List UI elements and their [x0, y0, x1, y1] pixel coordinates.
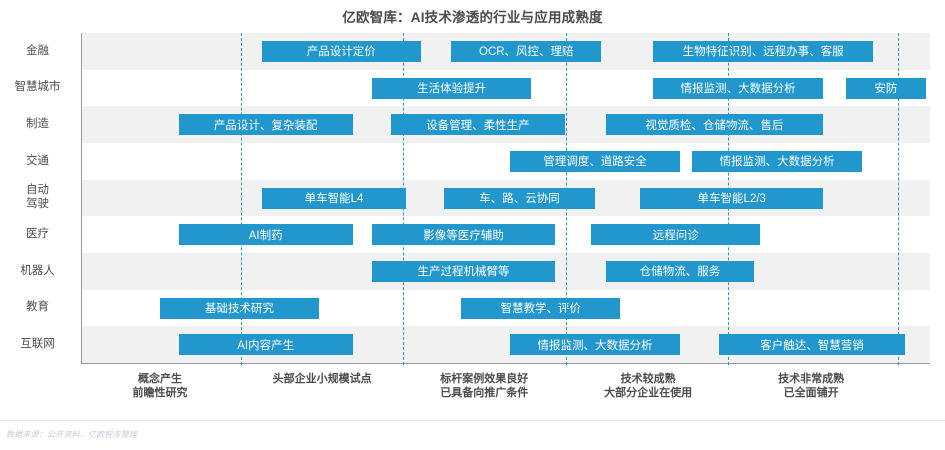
task-bar[interactable]: 情报监测、大数据分析	[509, 334, 681, 356]
task-bar[interactable]: 基础技术研究	[159, 297, 319, 319]
stage-4-label: 技术较成熟 大部分企业在使用	[604, 373, 693, 400]
y-axis-label: 机器人	[20, 264, 55, 277]
gridline-5	[897, 33, 899, 365]
source-note: 数据来源：公开资料、亿欧智库整理	[6, 430, 138, 439]
task-bar[interactable]: 情报监测、大数据分析	[692, 150, 863, 172]
y-axis-line	[81, 33, 82, 363]
task-bar[interactable]: 视觉质检、仓储物流、售后	[605, 114, 824, 136]
task-bar[interactable]: 仓储物流、服务	[605, 260, 755, 282]
task-bar[interactable]: 产品设计、复杂装配	[178, 114, 353, 136]
task-bar[interactable]: 单车智能L2/3	[640, 187, 824, 209]
y-axis-labels: 金融智慧城市制造交通自动 驾驶医疗机器人教育互联网	[0, 33, 75, 363]
task-bar[interactable]: AI制药	[178, 224, 353, 246]
task-bar[interactable]: 生活体验提升	[372, 77, 531, 99]
stage-3-label: 标杆案例效果良好 已具备向推广条件	[440, 373, 529, 400]
task-bar[interactable]: 安防	[845, 77, 926, 99]
y-axis-label: 金融	[26, 44, 49, 57]
y-axis-label: 教育	[26, 301, 49, 314]
task-bar[interactable]: 远程问诊	[591, 224, 761, 246]
task-bar[interactable]: 生产过程机械臂等	[372, 260, 555, 282]
task-bar[interactable]: 车、路、云协同	[444, 187, 595, 209]
task-bar[interactable]: 产品设计定价	[261, 40, 421, 62]
y-axis-label: 制造	[26, 117, 49, 130]
y-axis-label: 交通	[26, 154, 49, 167]
y-axis-label: 智慧城市	[14, 81, 61, 94]
task-bar[interactable]: OCR、风控、理赔	[451, 40, 602, 62]
task-bar[interactable]: 智慧教学、评价	[461, 297, 621, 319]
gridline-1	[241, 33, 243, 365]
task-bar[interactable]: 客户触达、智慧营销	[719, 334, 905, 356]
stage-2-label: 头部企业小规模试点	[272, 373, 372, 385]
y-axis-label: 互联网	[20, 337, 55, 350]
task-bar[interactable]: 情报监测、大数据分析	[653, 77, 824, 99]
gridline-3	[566, 33, 568, 365]
gridline-4	[728, 33, 730, 365]
x-axis-line	[81, 363, 930, 364]
page-title: 亿欧智库：AI技术渗透的行业与应用成熟度	[342, 10, 603, 25]
task-bar[interactable]: 单车智能L4	[261, 187, 407, 209]
task-bar[interactable]: 影像等医疗辅助	[372, 224, 555, 246]
footer-divider	[0, 420, 945, 421]
task-bar[interactable]: 生物特征识别、远程办事、客服	[653, 40, 874, 62]
task-bar[interactable]: 设备管理、柔性生产	[390, 114, 565, 136]
task-bar[interactable]: AI内容产生	[178, 334, 353, 356]
stage-5-label: 技术非常成熟 已全面铺开	[778, 373, 845, 400]
y-axis-label: 医疗	[26, 227, 49, 240]
stage-1-label: 概念产生 前瞻性研究	[132, 373, 188, 400]
y-axis-label: 自动 驾驶	[26, 184, 49, 210]
gridline-2	[403, 33, 405, 365]
task-bar[interactable]: 管理调度、道路安全	[509, 150, 681, 172]
